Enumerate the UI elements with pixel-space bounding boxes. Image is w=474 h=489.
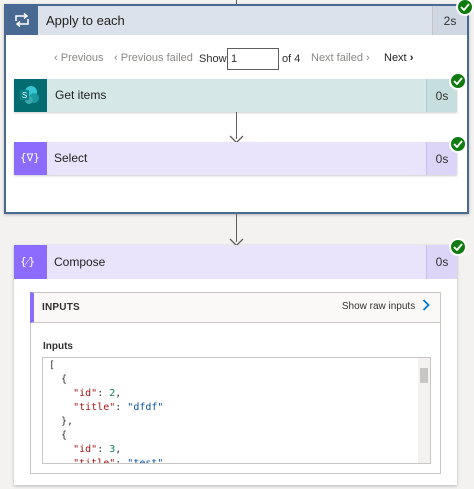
apply-to-each-title: Apply to each: [46, 13, 125, 28]
select-title: Select: [54, 151, 88, 165]
code-line: [: [49, 360, 56, 371]
compose-header[interactable]: {⁄} Compose 0s: [14, 245, 457, 279]
iteration-number-input[interactable]: [227, 48, 279, 70]
data-operation-icon: {⁄}: [20, 255, 36, 268]
show-label: Show: [199, 53, 227, 65]
compose-title: Compose: [54, 255, 106, 269]
previous-button[interactable]: ‹ Previous: [54, 52, 104, 64]
connector-line-top: [236, 0, 237, 4]
code-line: "id": 2,: [73, 388, 122, 399]
inputs-label: Inputs: [43, 341, 73, 352]
iteration-pager: ‹ Previous ‹ Previous failed Show of 4 N…: [6, 44, 467, 74]
sharepoint-icon-box: S: [14, 79, 47, 112]
previous-failed-button[interactable]: ‹ Previous failed: [114, 52, 193, 64]
data-operation-icon: {∇}: [20, 151, 40, 164]
code-line: {: [49, 374, 68, 385]
select-card[interactable]: {∇} Select 0s: [14, 142, 457, 175]
get-items-card[interactable]: S Get items 0s: [14, 79, 457, 112]
chevron-left-icon: ‹: [114, 52, 118, 64]
chevron-left-icon: ‹: [54, 52, 58, 64]
show-raw-inputs-link[interactable]: Show raw inputs: [342, 299, 430, 314]
select-success-icon: [449, 135, 467, 153]
code-line: {: [49, 430, 68, 441]
apply-to-each-header[interactable]: Apply to each 2s: [6, 6, 467, 35]
select-icon-box: {∇}: [14, 142, 47, 175]
chevron-right-icon: [422, 299, 430, 314]
get-items-title: Get items: [55, 88, 107, 102]
code-line: "id": 3,: [73, 444, 122, 455]
next-failed-button[interactable]: Next failed ›: [311, 52, 370, 64]
code-line: "title": "dfdf": [73, 402, 164, 413]
inputs-header-label: INPUTS: [42, 302, 80, 313]
connector-line: [236, 214, 237, 242]
scrollbar-thumb[interactable]: [420, 368, 428, 383]
inputs-panel-header: INPUTS Show raw inputs: [30, 292, 441, 323]
iteration-total: of 4: [282, 53, 301, 65]
compose-success-icon: [449, 238, 467, 256]
apply-to-each-success-icon: [456, 0, 474, 16]
code-scrollbar[interactable]: [418, 358, 430, 463]
scroll-down-icon[interactable]: [421, 456, 427, 463]
svg-text:S: S: [22, 91, 27, 100]
get-items-success-icon: [449, 72, 467, 90]
chevron-right-icon: ›: [366, 52, 370, 64]
loop-icon: [13, 12, 31, 33]
inputs-code-box[interactable]: [ { "id": 2, "title": "dfdf" }, { "id": …: [42, 357, 431, 464]
chevron-right-icon: ›: [409, 52, 414, 64]
code-line: "title": "test": [73, 458, 164, 464]
connector-line: [236, 112, 237, 139]
apply-to-each-icon-box: [6, 6, 38, 35]
sharepoint-icon: S: [19, 85, 41, 110]
compose-icon-box: {⁄}: [14, 245, 47, 279]
inputs-code-text: [ { "id": 2, "title": "dfdf" }, { "id": …: [49, 359, 164, 464]
next-button[interactable]: Next ›: [384, 52, 414, 64]
get-items-duration: 0s: [426, 79, 457, 112]
code-line: },: [49, 416, 74, 427]
